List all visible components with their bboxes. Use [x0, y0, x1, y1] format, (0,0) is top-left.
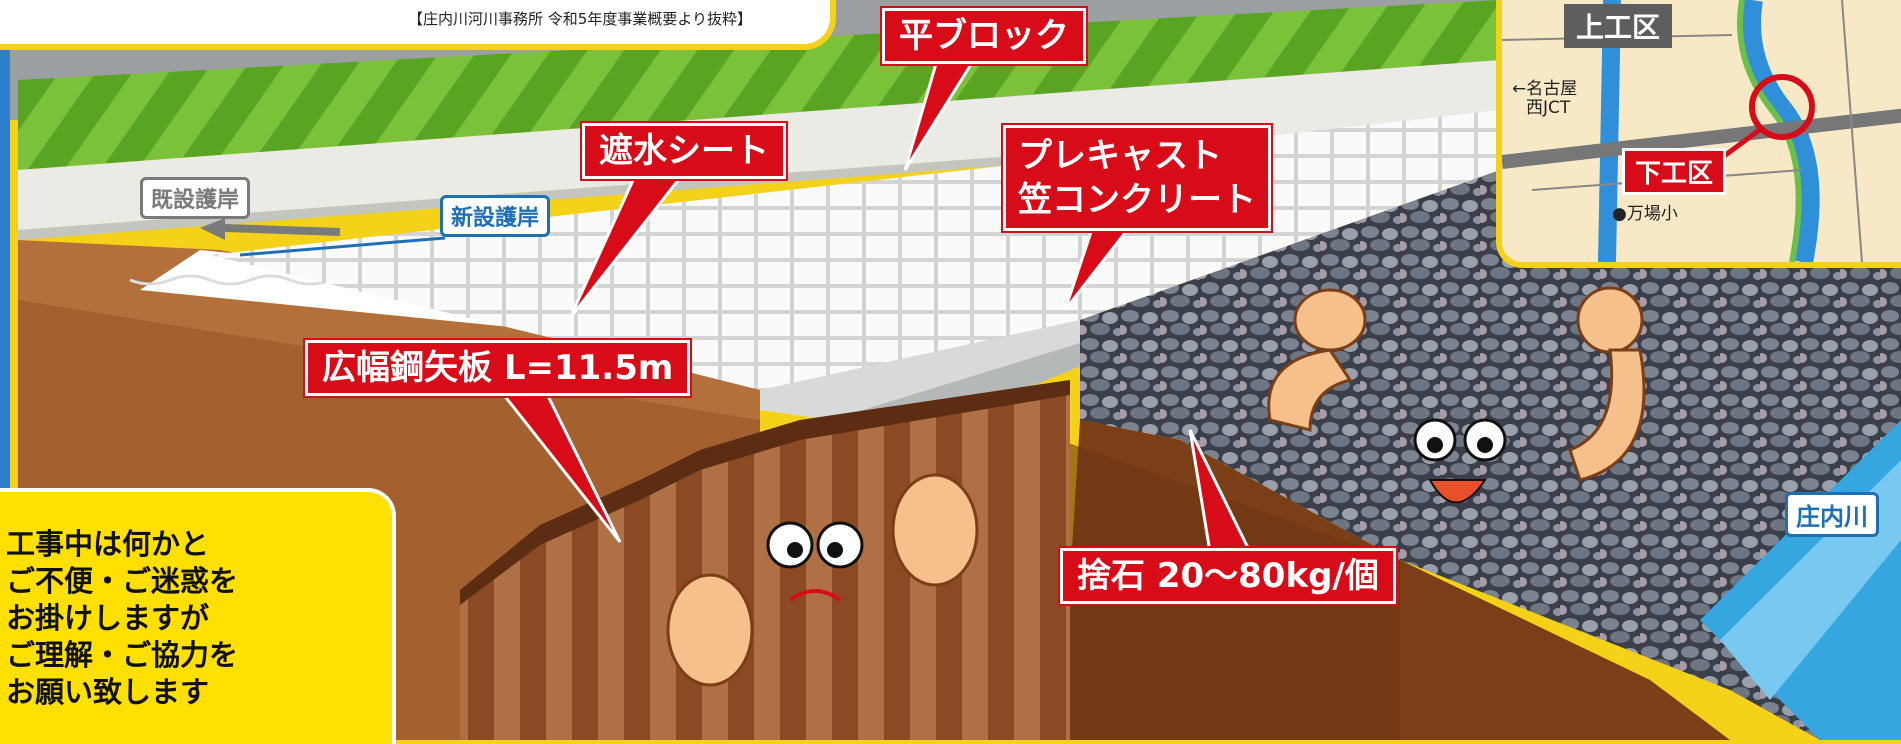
school-label: ●万場小 [1612, 204, 1678, 224]
pile-character [666, 473, 979, 687]
existing-revetment-tag: 既設護岸 [140, 177, 251, 219]
apology-message-box: 工事中は何かとご不便・ご迷惑をお掛けしますがご理解・ご協力をお願い致します [0, 488, 396, 744]
source-note-text: 【庄内川河川事務所 令和5年度事業概要より抜粋】 [408, 10, 753, 28]
map-graphic [1502, 0, 1901, 262]
existing-arrow [224, 224, 341, 236]
precast-label-line2: 笠コンクリート [1018, 180, 1256, 220]
message-line-2: ご不便・ご迷惑を [6, 564, 239, 598]
riprap-label: 捨石 20〜80kg/個 [1060, 548, 1396, 604]
lower-section-label: 下工区 [1622, 148, 1727, 195]
upper-section-label: 上工区 [1564, 4, 1673, 48]
message-line-3: お掛けしますが [6, 601, 210, 635]
sheet-pile-label: 広幅鋼矢板 L=11.5m [305, 340, 691, 396]
jct-line-1: ←名古屋 [1512, 79, 1578, 99]
precast-label: プレキャスト 笠コンクリート [1003, 125, 1271, 231]
jct-line-2: 西JCT [1526, 98, 1571, 118]
message-line-4: ご理解・ご協力を [6, 638, 239, 672]
flat-block-label: 平ブロック [882, 8, 1086, 64]
apology-message: 工事中は何かとご不便・ご迷惑をお掛けしますがご理解・ご協力をお願い致します [6, 526, 238, 711]
location-map: 上工区 下工区 ←名古屋西JCT ●万場小 [1496, 0, 1901, 268]
river-name-tag: 庄内川 [1785, 492, 1879, 537]
jct-label: ←名古屋西JCT [1512, 80, 1577, 118]
message-line-1: 工事中は何かと [6, 527, 210, 561]
stone-character [1267, 286, 1646, 504]
water-sheet-label: 遮水シート [582, 123, 786, 179]
new-revetment-tag: 新設護岸 [440, 195, 551, 237]
source-note: 【庄内川河川事務所 令和5年度事業概要より抜粋】 [0, 0, 830, 44]
precast-label-line1: プレキャスト [1018, 136, 1222, 176]
message-line-5: お願い致します [6, 675, 210, 709]
